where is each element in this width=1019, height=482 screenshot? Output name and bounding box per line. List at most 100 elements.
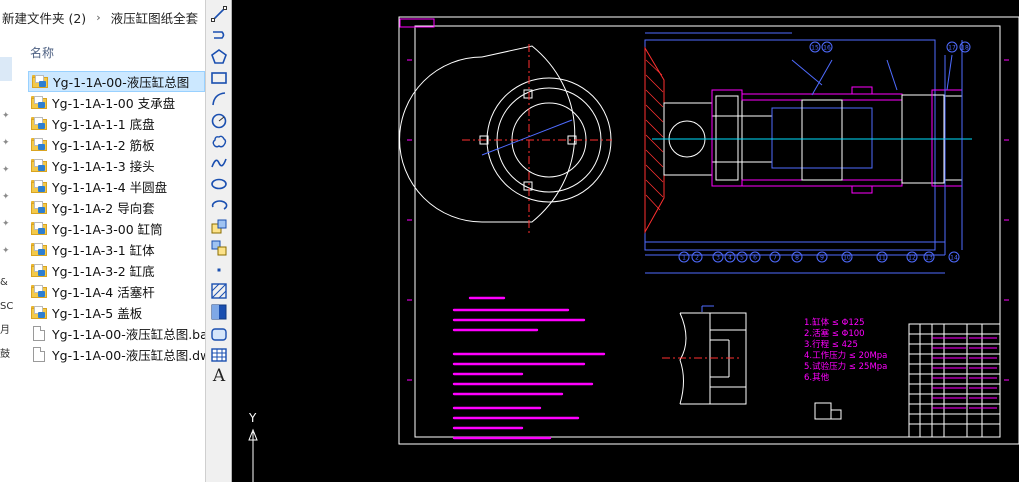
breadcrumb-item-parent[interactable]: 新建文件夹 (2) xyxy=(2,10,87,26)
blank-file-icon xyxy=(33,326,45,341)
technical-notes[interactable] xyxy=(452,296,606,440)
balloon-17[interactable]: 17 xyxy=(946,41,958,53)
polyline-icon[interactable] xyxy=(208,24,230,46)
region-icon[interactable] xyxy=(208,323,230,345)
balloon-7[interactable]: 7 xyxy=(769,251,781,263)
balloon-label: 8 xyxy=(795,255,799,262)
zone-markers xyxy=(407,59,1009,381)
sheet-outer-border xyxy=(398,16,1019,445)
file-row[interactable]: Yg-1-1A-3-00 缸筒 xyxy=(28,218,205,239)
file-row[interactable]: Yg-1-1A-00-液压缸总图 xyxy=(28,71,205,92)
balloon-label: 13 xyxy=(925,255,933,262)
pin-icon[interactable]: ✦ xyxy=(2,219,10,229)
balloon-10[interactable]: 10 xyxy=(841,251,853,263)
make-block-icon[interactable] xyxy=(208,237,230,259)
file-row[interactable]: Yg-1-1A-5 盖板 xyxy=(28,302,205,323)
file-row[interactable]: Yg-1-1A-3-2 缸底 xyxy=(28,260,205,281)
file-row[interactable]: Yg-1-1A-1-1 底盘 xyxy=(28,113,205,134)
file-row[interactable]: Yg-1-1A-2 导向套 xyxy=(28,197,205,218)
balloon-13[interactable]: 13 xyxy=(923,251,935,263)
dwg-file-icon xyxy=(31,305,47,320)
nav-item-fragment[interactable]: 月 xyxy=(0,325,10,336)
tech-requirement-line: 6.其他 xyxy=(804,372,830,383)
circle-icon[interactable] xyxy=(208,110,230,132)
file-row[interactable]: Yg-1-1A-1-00 支承盘 xyxy=(28,92,205,113)
nav-item-fragment[interactable]: SC xyxy=(0,301,14,312)
column-header-name[interactable]: 名称 xyxy=(30,46,55,60)
balloon-6[interactable]: 6 xyxy=(749,251,761,263)
file-row[interactable]: Yg-1-1A-1-3 接头 xyxy=(28,155,205,176)
nav-selection[interactable] xyxy=(0,57,12,81)
insert-block-icon[interactable] xyxy=(208,216,230,238)
line-icon[interactable] xyxy=(208,3,230,25)
detail-view[interactable] xyxy=(662,305,747,405)
balloon-label: 17 xyxy=(948,45,956,52)
balloon-18[interactable]: 18 xyxy=(959,41,971,53)
breadcrumb: 新建文件夹 (2) › 液压缸图纸全套 xyxy=(0,0,205,34)
dwg-file-icon xyxy=(31,95,47,110)
file-row[interactable]: Yg-1-1A-1-2 筋板 xyxy=(28,134,205,155)
pin-icon[interactable]: ✦ xyxy=(2,192,10,202)
nav-item-fragment[interactable]: & xyxy=(0,277,8,288)
pin-icon[interactable]: ✦ xyxy=(2,138,10,148)
dwg-file-icon xyxy=(31,263,47,278)
nav-item-fragment[interactable]: 鼓 xyxy=(0,349,10,360)
file-name: Yg-1-1A-1-00 支承盘 xyxy=(52,96,176,111)
spline-icon[interactable] xyxy=(208,152,230,174)
table-icon[interactable] xyxy=(208,344,230,366)
balloon-15[interactable]: 15 xyxy=(809,41,821,53)
rectangle-icon[interactable] xyxy=(208,67,230,89)
multiline-text-icon[interactable]: A xyxy=(212,366,226,387)
pin-icon[interactable]: ✦ xyxy=(2,165,10,175)
ellipse-arc-icon[interactable] xyxy=(208,195,230,217)
file-row[interactable]: Yg-1-1A-4 活塞杆 xyxy=(28,281,205,302)
balloon-label: 5 xyxy=(740,255,744,262)
balloon-5[interactable]: 5 xyxy=(736,251,748,263)
breadcrumb-item-current[interactable]: 液压缸图纸全套 xyxy=(110,10,199,26)
point-icon[interactable] xyxy=(208,259,230,281)
balloon-9[interactable]: 9 xyxy=(816,251,828,263)
support-disc-view[interactable] xyxy=(399,44,612,235)
file-row[interactable]: Yg-1-1A-00-液压缸总图.bak xyxy=(28,323,205,344)
ucs-icon: Y xyxy=(248,411,258,482)
balloon-8[interactable]: 8 xyxy=(791,251,803,263)
pin-icon[interactable]: ✦ xyxy=(2,246,10,256)
ellipse-icon[interactable] xyxy=(208,173,230,195)
file-name: Yg-1-1A-1-3 接头 xyxy=(52,159,155,174)
balloon-11[interactable]: 11 xyxy=(876,251,888,263)
balloon-label: 16 xyxy=(823,45,831,52)
pin-icon[interactable]: ✦ xyxy=(2,111,10,121)
balloon-3[interactable]: 3 xyxy=(712,251,724,263)
file-row[interactable]: Yg-1-1A-1-4 半圆盘 xyxy=(28,176,205,197)
balloon-4[interactable]: 4 xyxy=(724,251,736,263)
dwg-file-icon xyxy=(31,200,47,215)
revision-cloud-icon[interactable] xyxy=(208,131,230,153)
file-row[interactable]: Yg-1-1A-3-1 缸体 xyxy=(28,239,205,260)
balloon-14[interactable]: 14 xyxy=(948,251,960,263)
file-row[interactable]: Yg-1-1A-00-液压缸总图.dwl xyxy=(28,344,205,365)
file-name: Yg-1-1A-1-2 筋板 xyxy=(52,138,155,153)
balloon-12[interactable]: 12 xyxy=(906,251,918,263)
sheet-inner-border xyxy=(414,25,1001,438)
hatch-icon[interactable] xyxy=(208,280,230,302)
polygon-icon[interactable] xyxy=(208,46,230,68)
balloon-1[interactable]: 1 xyxy=(678,251,690,263)
drawing-number-box xyxy=(399,18,435,28)
chevron-right-icon[interactable]: › xyxy=(96,10,101,24)
balloon-label: 4 xyxy=(728,255,732,262)
file-name: Yg-1-1A-2 导向套 xyxy=(52,201,155,216)
dwg-file-icon xyxy=(31,284,47,299)
gradient-icon[interactable] xyxy=(208,301,230,323)
arc-icon[interactable] xyxy=(208,88,230,110)
title-block[interactable] xyxy=(908,323,1001,438)
file-name: Yg-1-1A-3-1 缸体 xyxy=(52,243,155,258)
balloon-16[interactable]: 16 xyxy=(821,41,833,53)
cylinder-section-view[interactable] xyxy=(644,32,972,274)
tech-requirement-line: 2.活塞 ≤ Φ100 xyxy=(804,328,865,339)
file-name: Yg-1-1A-1-1 底盘 xyxy=(52,117,155,132)
balloon-2[interactable]: 2 xyxy=(691,251,703,263)
